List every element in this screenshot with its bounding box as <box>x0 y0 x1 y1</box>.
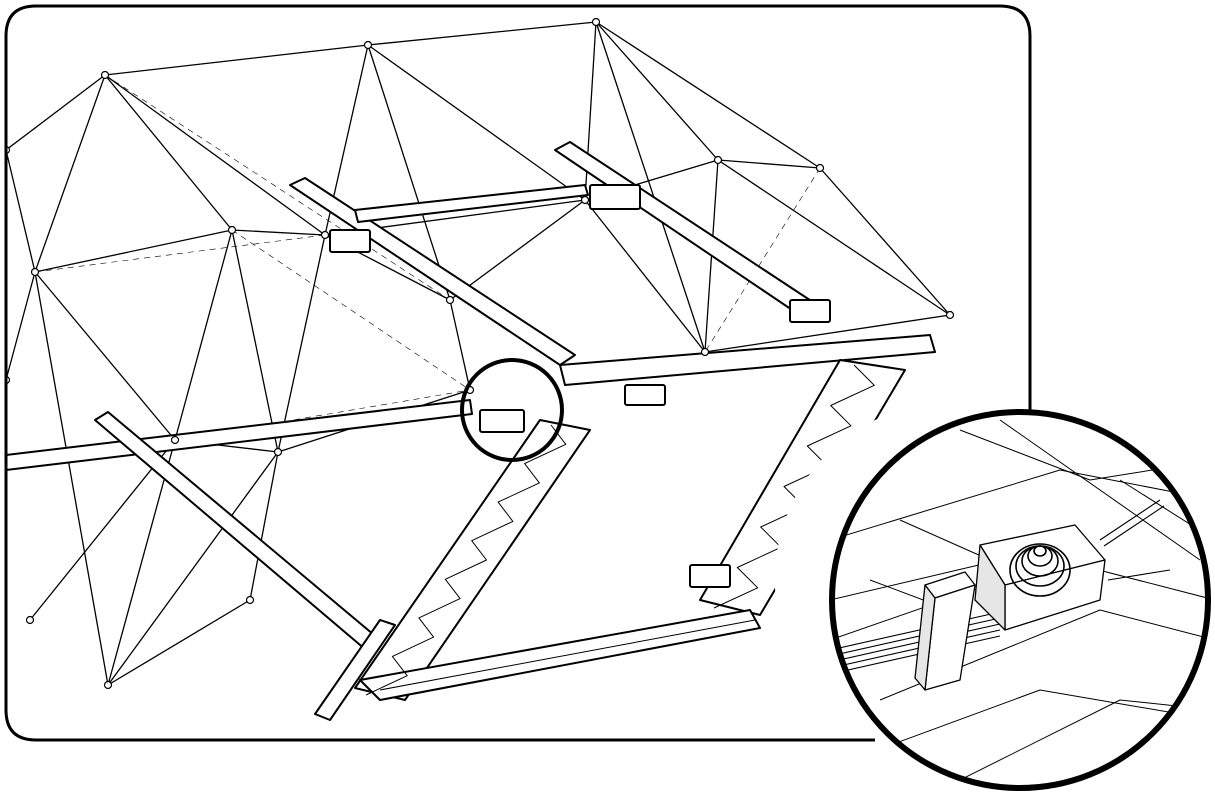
lattice-node <box>170 435 180 445</box>
lattice-strut <box>717 159 951 316</box>
connector-box <box>589 184 641 210</box>
lattice-strut <box>6 271 36 381</box>
lattice-strut <box>34 74 106 273</box>
lattice-strut <box>231 229 279 453</box>
connector-box <box>789 299 831 323</box>
connector-box <box>624 384 666 406</box>
protruding-bar <box>314 619 396 721</box>
lattice-strut <box>595 21 821 169</box>
lattice-strut <box>584 199 706 353</box>
winch-spool-icon <box>1009 543 1071 597</box>
lattice-node <box>273 447 283 457</box>
bottom-beam <box>359 609 761 701</box>
connector-box <box>479 409 525 433</box>
lattice-node <box>245 595 255 605</box>
lattice-strut <box>704 314 951 353</box>
connector-box <box>689 564 731 588</box>
lattice-nodes <box>6 17 955 690</box>
lattice-strut <box>104 74 233 231</box>
lattice-node <box>30 267 40 277</box>
lattice-strut <box>367 44 451 301</box>
truss-lacing <box>365 424 567 696</box>
magnification-callout-circle <box>460 358 564 462</box>
lattice-node <box>445 295 455 305</box>
lattice-strut <box>449 299 471 391</box>
lattice-node <box>320 230 330 240</box>
hidden-strut <box>34 234 326 273</box>
lattice-node <box>363 40 373 50</box>
horizontal-tube <box>6 399 473 471</box>
front-top-beam <box>559 334 936 386</box>
detail-inset-border <box>829 409 1211 791</box>
lattice-node <box>713 155 723 165</box>
lattice-strut <box>6 149 36 273</box>
hidden-strut <box>104 74 451 301</box>
lattice-strut <box>367 44 586 201</box>
left-vertical-truss <box>354 419 591 701</box>
hidden-strut <box>231 229 471 391</box>
lattice-node <box>103 680 113 690</box>
lattice-strut <box>107 599 251 686</box>
cable-bundle <box>832 499 1171 675</box>
lattice-strut <box>107 451 279 686</box>
lattice-node <box>700 347 710 357</box>
lattice-strut <box>595 21 719 161</box>
clamp-block <box>914 571 976 691</box>
lattice-strut <box>595 21 706 353</box>
lattice-node <box>227 225 237 235</box>
lattice-strut <box>104 44 369 76</box>
lattice-node <box>25 615 35 625</box>
lattice-strut <box>449 199 586 301</box>
lattice-strut <box>34 271 176 441</box>
main-view-panel <box>4 4 1032 742</box>
truss-lacing <box>713 364 875 609</box>
lattice-node <box>591 17 601 27</box>
connector-box <box>329 229 371 253</box>
lattice-strut <box>174 229 233 441</box>
lattice-strut <box>104 74 326 236</box>
lattice-strut <box>34 229 233 273</box>
lattice-strut <box>717 159 821 169</box>
lattice-node <box>6 145 11 155</box>
lattice-node <box>815 163 825 173</box>
geodesic-lattice <box>6 21 951 686</box>
lattice-strut <box>819 167 951 316</box>
lattice-strut <box>277 234 326 453</box>
truss-lacing <box>379 619 756 691</box>
cross-beam <box>354 184 589 223</box>
lattice-strut <box>249 451 279 601</box>
lattice-strut <box>34 271 109 686</box>
lattice-strut <box>367 21 597 46</box>
lattice-node <box>6 375 11 385</box>
lattice-strut <box>231 229 326 236</box>
lattice-strut <box>107 439 176 686</box>
upper-beam <box>289 177 576 366</box>
lattice-node <box>100 70 110 80</box>
lattice-strut <box>6 74 106 151</box>
lattice-strut <box>29 439 176 621</box>
lattice-node <box>945 310 955 320</box>
main-panel-border <box>4 4 1032 742</box>
connector-detail-inset <box>829 409 1211 791</box>
hidden-strut <box>704 167 821 353</box>
lattice-node <box>580 195 590 205</box>
